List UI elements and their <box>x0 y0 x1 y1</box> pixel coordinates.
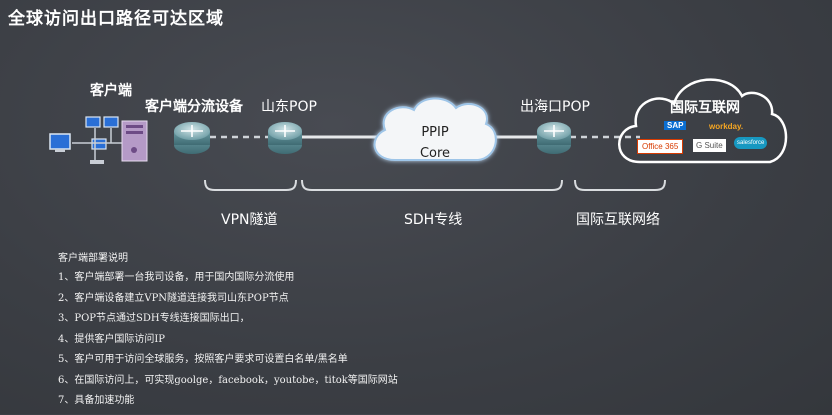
workday-logo: workday. <box>709 122 744 131</box>
note-item: 7、具备加速功能 <box>58 395 135 406</box>
note-item: 6、在国际访问上，可实现goolge，facebook，youtobe，tito… <box>58 374 398 386</box>
exit-router-icon <box>537 122 571 154</box>
splitter-label: 客户端分流设备 <box>145 99 243 115</box>
deployment-notes: 客户端部署说明 1、客户端部署一台我司设备，用于国内国际分流使用 2、客户端设备… <box>58 249 398 415</box>
core-cloud <box>373 97 497 161</box>
intl-bracket <box>574 179 666 191</box>
page-title: 全球访问出口路径可达区域 <box>8 9 224 29</box>
core-label-line2: Core <box>419 146 451 161</box>
vpn-tunnel-label: VPN隧道 <box>221 212 278 228</box>
notes-list: 1、客户端部署一台我司设备，用于国内国际分流使用 2、客户端设备建立VPN隧道连… <box>58 271 398 415</box>
intl-network-label: 国际互联网络 <box>576 212 660 228</box>
client-label: 客户端 <box>90 83 132 99</box>
note-item: 5、客户可用于访问全球服务，按照客户要求可设置白名单/黑名单 <box>58 354 348 365</box>
sap-logo: SAP <box>664 121 687 130</box>
sdh-line-label: SDH专线 <box>404 212 463 228</box>
shandong-pop-label: 山东POP <box>261 99 317 115</box>
splitter-router-icon <box>174 122 210 154</box>
salesforce-logo: salesforce <box>734 137 768 149</box>
sdh-bracket <box>301 179 563 191</box>
office365-logo: Office 365 <box>637 139 684 154</box>
note-item: 2、客户端设备建立VPN隧道连接我司山东POP节点 <box>58 292 289 304</box>
note-item: 3、POP节点通过SDH专线连接国际出口， <box>58 313 250 324</box>
internet-cloud <box>618 78 788 164</box>
notes-title: 客户端部署说明 <box>58 253 128 264</box>
note-item: 4、提供客户国际访问IP <box>58 333 166 345</box>
core-label-line1: PPIP <box>421 125 449 140</box>
exit-pop-label: 出海口POP <box>520 99 590 115</box>
core-label: PPIP Core <box>412 122 458 164</box>
vpn-bracket <box>204 179 297 191</box>
note-item: 1、客户端部署一台我司设备，用于国内国际分流使用 <box>58 272 295 283</box>
internet-label: 国际互联网 <box>670 100 740 116</box>
shandong-router-icon <box>268 122 302 154</box>
gsuite-logo: G Suite <box>693 139 726 152</box>
client-computers-icon <box>49 116 148 164</box>
